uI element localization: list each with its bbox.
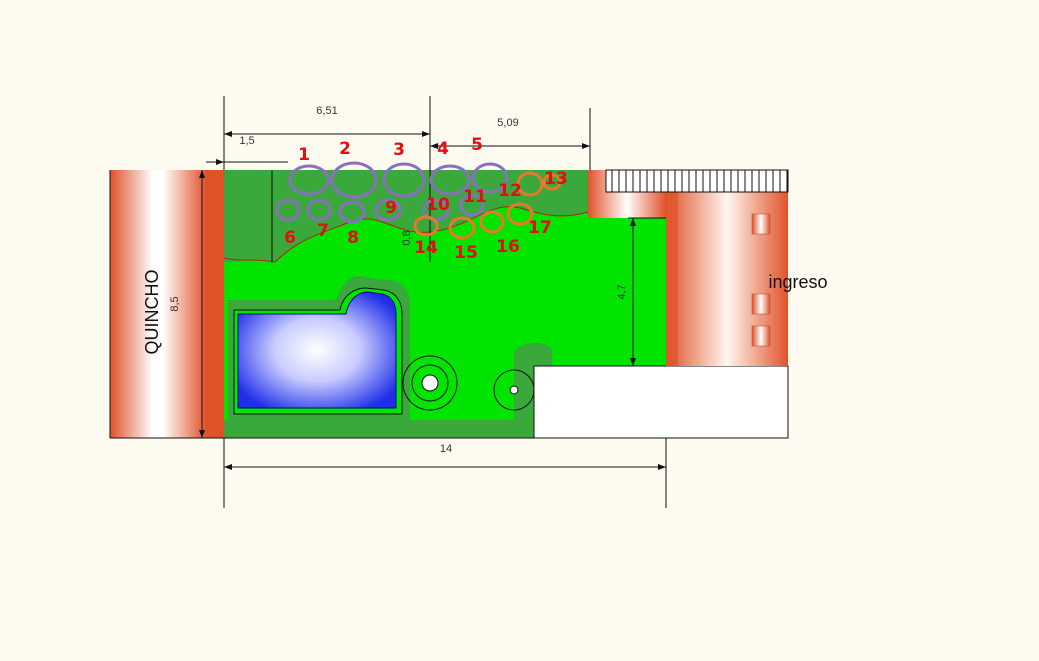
plant-circle <box>288 164 330 196</box>
lawn <box>224 206 666 420</box>
quincho-building <box>110 170 206 438</box>
pool-water <box>237 291 397 409</box>
plant-circle <box>448 216 476 240</box>
plant-circle <box>506 202 534 226</box>
plant-number: 10 <box>426 195 450 215</box>
paved-area <box>533 365 789 439</box>
plant-circle <box>479 210 505 234</box>
quincho-label: QUINCHO <box>142 270 162 355</box>
plant-number: 13 <box>544 169 568 189</box>
plant-number: 5 <box>471 135 483 155</box>
entrance-wall <box>670 192 678 366</box>
tree-canopy <box>402 355 458 411</box>
plant-number: 14 <box>414 238 438 258</box>
plant-circle <box>306 198 332 222</box>
tree-trunk <box>421 374 439 392</box>
pergola-slats <box>611 170 788 192</box>
window <box>751 293 771 315</box>
dim-top-right: 5,09 <box>497 117 518 129</box>
plant-circle <box>275 198 301 222</box>
dim-right-height: 4,7 <box>616 284 628 299</box>
plant-circle <box>516 171 544 197</box>
dim-bottom-width: 14 <box>440 443 452 455</box>
plant-circle <box>542 173 562 191</box>
plant-circle <box>338 200 366 224</box>
plant-number: 8 <box>347 228 359 248</box>
window <box>751 213 771 235</box>
plant-number: 1 <box>298 145 310 165</box>
plant-circle <box>459 193 485 217</box>
quincho-wall-edge <box>206 170 224 438</box>
dim-top-small: 1,5 <box>239 135 254 147</box>
dim-top-total: 6,51 <box>316 105 337 117</box>
plant-number: 6 <box>284 228 296 248</box>
plant-number: 11 <box>463 187 487 207</box>
ingreso-label: ingreso <box>768 272 827 292</box>
plant-number: 2 <box>339 139 351 159</box>
plant-number: 15 <box>454 243 478 263</box>
plant-circle <box>330 161 378 199</box>
plant-circle <box>374 198 402 222</box>
dim-plant-band: 0,8 <box>401 230 413 245</box>
plant-number: 17 <box>528 218 552 238</box>
plant-number: 16 <box>496 237 520 257</box>
dimension-lines <box>109 96 788 508</box>
tree-trunk <box>509 385 519 395</box>
tree-ring <box>411 364 449 402</box>
plant-number: 7 <box>317 221 329 241</box>
dimension-arrows <box>199 131 666 470</box>
plant-circle <box>429 164 471 196</box>
plant-number: 12 <box>498 181 522 201</box>
plant-circle <box>471 162 509 194</box>
plant-number: 9 <box>385 198 397 218</box>
dim-left-height: 8,5 <box>169 296 181 311</box>
plant-number: 4 <box>437 139 449 159</box>
plant-circle <box>382 162 426 198</box>
plant-circle <box>413 215 439 237</box>
bed-border-line <box>223 206 589 263</box>
path-bottom <box>224 420 514 438</box>
plant-number: 3 <box>393 140 405 160</box>
window <box>751 325 771 347</box>
pergola <box>605 169 789 193</box>
